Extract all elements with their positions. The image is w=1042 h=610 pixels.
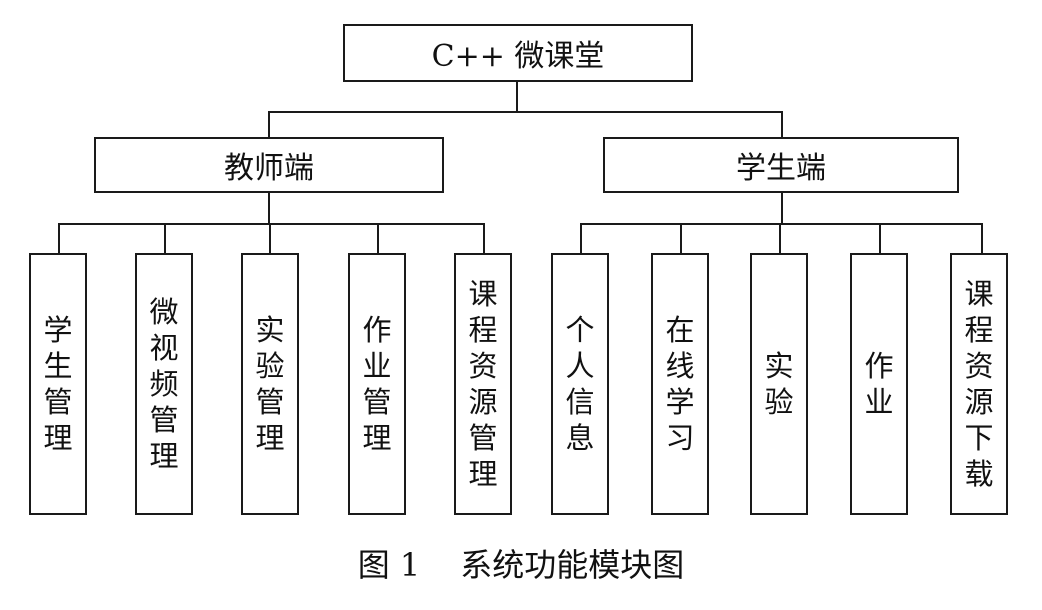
connector-leaf [981,223,983,255]
root-label: C++ 微课堂 [431,39,605,74]
connector-teacher-down [268,190,270,224]
connector-leaf [680,223,682,255]
connector-to-student [781,111,783,139]
branch-label: 教师端 [224,151,314,186]
leaf-label: 在线学习 [665,313,695,455]
connector-student-down [781,190,783,224]
connector-leaf [879,223,881,255]
leaf-node: 课程资源下载 [950,253,1008,515]
branch-node-student: 学生端 [603,137,959,193]
connector-leaf [269,223,271,255]
connector-leaf [377,223,379,255]
connector-leaf [483,223,485,255]
leaf-label: 实验 [764,349,794,419]
connector-teacher-horizontal [58,223,485,225]
root-node: C++ 微课堂 [343,24,693,82]
connector-root-horizontal [268,111,783,113]
leaf-label: 学生管理 [43,313,73,455]
branch-label: 学生端 [736,151,826,186]
connector-to-teacher [268,111,270,139]
leaf-label: 实验管理 [255,313,285,455]
figure-caption: 图 1 系统功能模块图 [0,540,1042,586]
leaf-node: 实验管理 [241,253,299,515]
leaf-node: 个人信息 [551,253,609,515]
connector-leaf [58,223,60,255]
connector-leaf [164,223,166,255]
connector-student-horizontal [580,223,983,225]
connector-root-down [516,80,518,112]
leaf-node: 实验 [750,253,808,515]
connector-leaf [779,223,781,255]
leaf-label: 课程资源下载 [964,277,994,491]
branch-node-teacher: 教师端 [94,137,444,193]
leaf-node: 微视频管理 [135,253,193,515]
leaf-label: 个人信息 [565,313,595,455]
leaf-node: 在线学习 [651,253,709,515]
leaf-node: 学生管理 [29,253,87,515]
leaf-label: 课程资源管理 [468,277,498,491]
leaf-node: 作业 [850,253,908,515]
leaf-node: 作业管理 [348,253,406,515]
leaf-node: 课程资源管理 [454,253,512,515]
leaf-label: 作业 [864,349,894,419]
leaf-label: 作业管理 [362,313,392,455]
connector-leaf [580,223,582,255]
figure-number: 图 1 [357,546,421,584]
leaf-label: 微视频管理 [149,295,179,473]
figure-title: 系统功能模块图 [460,546,685,584]
